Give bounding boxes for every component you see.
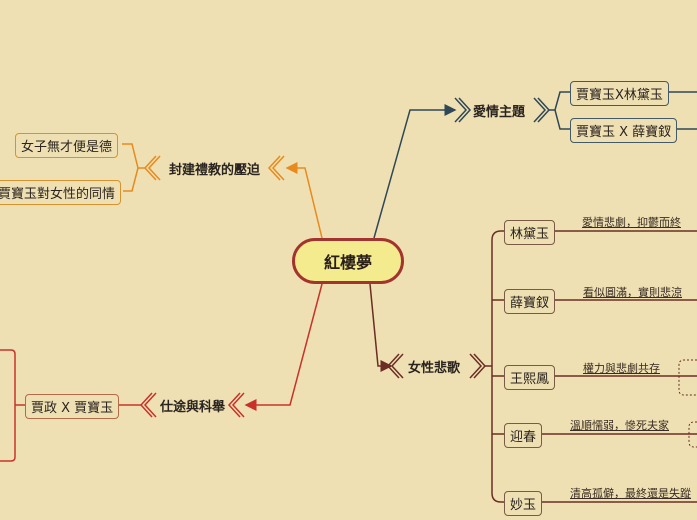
women-note-yingchun: 溫順懦弱，慘死夫家	[570, 419, 669, 432]
branch-feudal-title[interactable]: 封建禮教的壓迫	[169, 163, 261, 178]
connector-love	[373, 91, 697, 239]
connector-feudal	[122, 143, 323, 239]
career-item-jiazheng[interactable]: 賈政 X 賈寶玉	[25, 394, 120, 419]
connector-career	[0, 283, 323, 462]
love-item-daiyu[interactable]: 賈寶玉X林黛玉	[570, 81, 669, 106]
women-note-daiyu: 愛情悲劇，抑鬱而終	[582, 216, 681, 229]
branch-love-title[interactable]: 愛情主題	[473, 105, 526, 120]
branch-women-title[interactable]: 女性悲歌	[408, 361, 461, 376]
women-item-daiyu[interactable]: 林黛玉	[504, 220, 556, 245]
central-topic[interactable]: 紅樓夢	[292, 238, 404, 284]
offscreen-detail-boxes	[678, 359, 697, 448]
women-note-baochai: 看似圓滿，實則悲涼	[583, 286, 682, 299]
connector-women	[369, 230, 697, 503]
women-item-miaoyu[interactable]: 妙玉	[504, 491, 543, 516]
women-item-baochai[interactable]: 薛寶釵	[504, 289, 556, 314]
women-note-xifeng: 權力與悲劇共存	[583, 362, 660, 375]
feudal-item-virtue[interactable]: 女子無才便是德	[15, 133, 119, 158]
branch-career-title[interactable]: 仕途與科舉	[160, 400, 226, 415]
women-item-xifeng[interactable]: 王熙鳳	[504, 365, 556, 390]
love-item-baochai[interactable]: 賈寶玉 X 薛寶釵	[570, 118, 678, 143]
women-item-yingchun[interactable]: 迎春	[504, 423, 543, 448]
women-note-miaoyu: 清高孤僻，最終還是失蹤	[570, 487, 691, 500]
feudal-item-sympathy[interactable]: 賈寶玉對女性的同情	[0, 180, 122, 205]
